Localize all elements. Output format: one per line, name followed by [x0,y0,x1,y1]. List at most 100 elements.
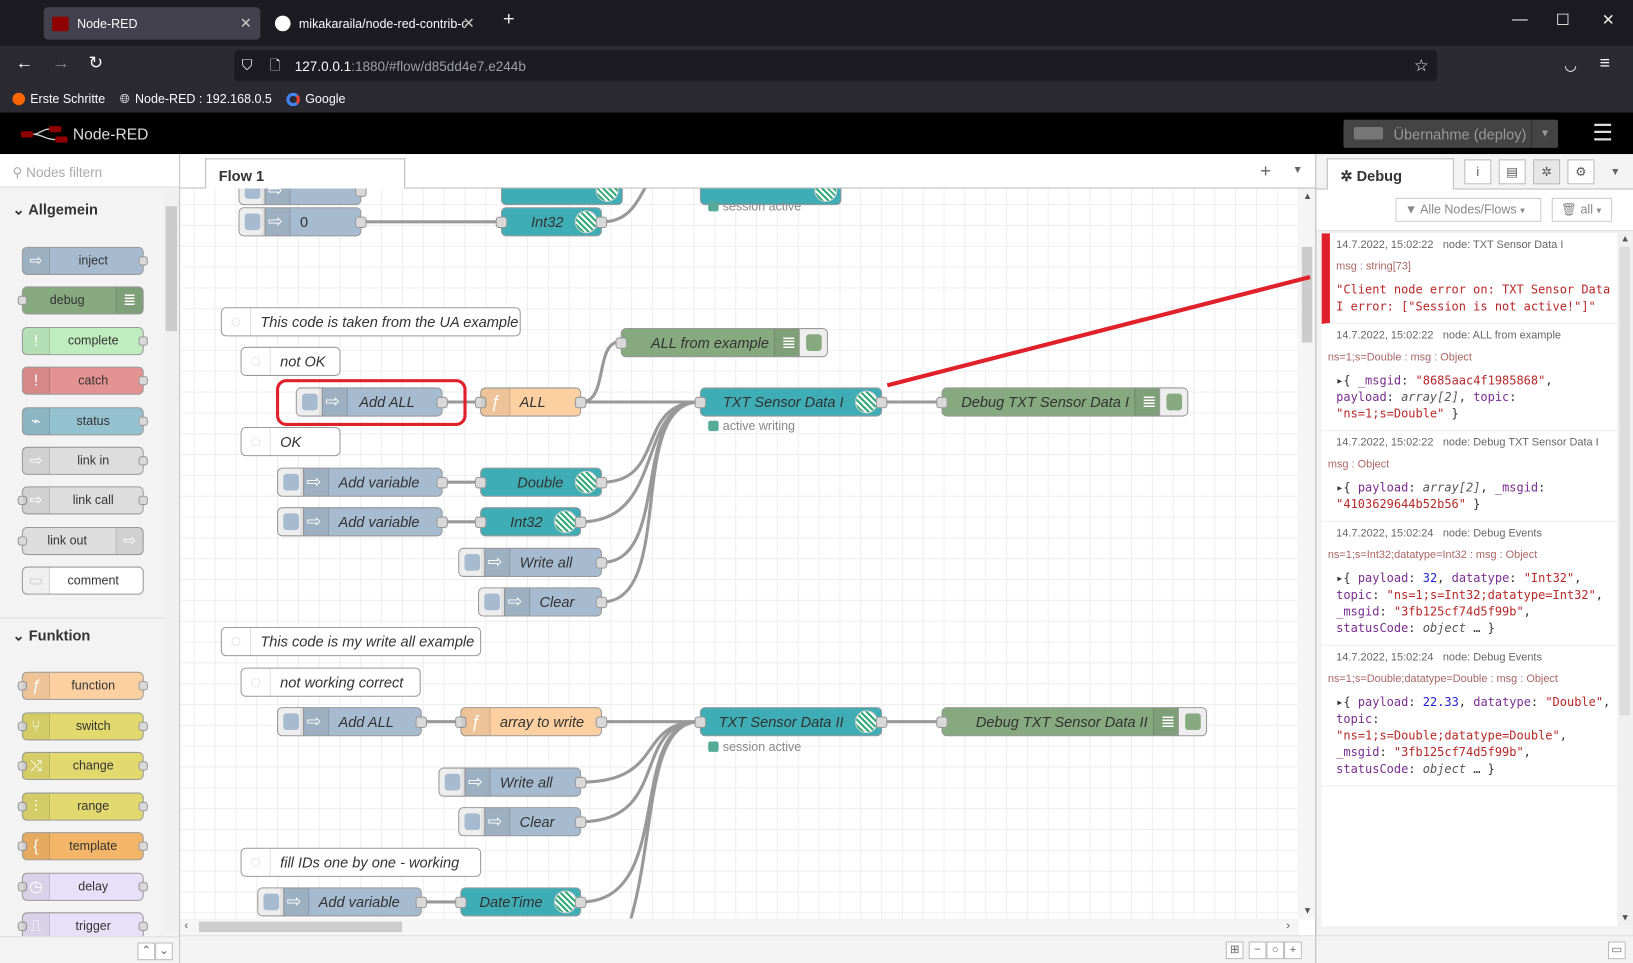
message-body[interactable]: ▸{ payload: 22.33, datatype: "Double", t… [1336,694,1611,777]
message-body[interactable]: "Client node error on: TXT Sensor Data I… [1336,281,1611,314]
palette-node-trigger[interactable]: ⎍trigger [17,912,148,941]
open-window-icon[interactable]: ▭ [1607,941,1626,960]
comment-node[interactable]: ◌This code is taken from the UA example [220,307,521,337]
minimize-icon[interactable]: — [1512,10,1528,29]
palette-node-link-call[interactable]: ⇨link call [17,486,148,515]
inject-node-add-variable[interactable]: ⇨Add variable [277,467,448,497]
inject-node-clear[interactable]: ⇨Clear [478,587,608,617]
tab-flow-1[interactable]: Flow 1 [205,158,406,190]
back-icon[interactable]: ← [15,53,34,73]
filter-nodes-dropdown[interactable]: ▼ Alle Nodes/Flows ▾ [1395,197,1542,222]
palette-node-switch[interactable]: ⑂switch [17,712,148,741]
palette-node-comment[interactable]: ▭comment [21,566,144,595]
bookmark-erste-schritte[interactable]: Erste Schritte [12,92,105,106]
opcua-node-txt-sensor-1[interactable]: TXT Sensor Data I [694,387,888,417]
book-icon[interactable]: ▤ [1498,159,1526,185]
add-flow-icon[interactable]: + [1260,160,1272,182]
collapse-all-icon[interactable]: ⌃ [137,942,156,961]
inject-node-add-all[interactable]: ⇨Add ALL [295,387,448,417]
inject-node-partial[interactable]: ⇨ [238,188,367,206]
zoom-reset-icon[interactable]: ○ [1266,941,1285,960]
debug-node-txt-sensor-1[interactable]: Debug TXT Sensor Data I≣ [936,387,1189,417]
info-icon[interactable]: i [1464,159,1492,185]
palette-node-range[interactable]: ⫶range [17,792,148,821]
navigator-map-icon[interactable]: ⊞ [1225,941,1244,960]
inject-node-add-variable[interactable]: ⇨Add variable [257,887,427,917]
debug-toggle-button[interactable] [1177,707,1208,737]
new-tab-icon[interactable]: + [503,8,515,31]
url-bar[interactable]: ⛉ 🗋 127.0.0.1:1880/#flow/d85dd4e7.e244b … [234,49,1438,82]
main-menu-icon[interactable]: ☰ [1592,119,1613,146]
inject-trigger-button[interactable] [458,547,486,577]
debug-node-txt-sensor-2[interactable]: Debug TXT Sensor Data II≣ [936,707,1208,737]
inject-node-add-all[interactable]: ⇨Add ALL [277,707,427,737]
inject-trigger-button[interactable] [238,207,266,237]
palette-node-delay[interactable]: ◷delay [17,872,148,901]
comment-node[interactable]: ◌not working correct [240,667,421,697]
palette-node-link-in[interactable]: ⇨link in [21,446,148,475]
palette-node-change[interactable]: ⤨change [17,751,148,781]
browser-tab-github[interactable]: mikakaraila/node-red-contrib-o ✕ [267,7,484,39]
canvas-vertical-scrollbar[interactable]: ▲▼ [1298,188,1316,919]
comment-node[interactable]: ◌fill IDs one by one - working [240,847,482,877]
flow-list-dropdown-icon[interactable]: ▼ [1292,164,1303,177]
opcua-node-datetime[interactable]: DateTime [455,887,587,917]
bookmark-google[interactable]: Google [286,92,346,106]
bookmark-node-red[interactable]: 🌐︎Node-RED : 192.168.0.5 [120,91,272,107]
palette-node-status[interactable]: ⌁status [21,407,148,436]
inject-node-write-all[interactable]: ⇨Write all [438,767,587,797]
close-tab-icon[interactable]: ✕ [462,14,475,32]
canvas-horizontal-scrollbar[interactable]: ‹› [180,918,1299,936]
inject-trigger-button[interactable] [458,807,486,837]
comment-node[interactable]: ◌not OK [240,346,341,376]
inject-node-write-all[interactable]: ⇨Write all [458,547,608,577]
expand-all-icon[interactable]: ⌄ [155,942,173,961]
sidebar-dropdown-icon[interactable]: ▼ [1610,166,1621,179]
palette-scrollbar[interactable] [163,189,180,933]
close-window-icon[interactable]: ✕ [1601,11,1615,30]
zoom-out-icon[interactable]: − [1248,941,1267,960]
palette-category-funktion[interactable]: ⌄ Funktion [0,617,164,651]
opcua-node-txt-sensor-2[interactable]: TXT Sensor Data II [694,707,888,737]
palette-node-debug[interactable]: debug≣ [17,286,144,315]
debug-toggle-button[interactable] [1159,387,1189,417]
menu-icon[interactable]: ≡ [1599,53,1611,73]
forward-icon[interactable]: → [52,53,70,73]
deploy-button[interactable]: Übernahme (deploy) ▼ [1343,119,1559,148]
message-body[interactable]: ▸{ payload: 32, datatype: "Int32", topic… [1336,570,1611,637]
debug-scrollbar[interactable]: ▲▼ [1617,233,1632,926]
comment-node[interactable]: ◌This code is my write all example [220,626,482,657]
inject-trigger-button[interactable] [257,887,285,917]
palette-category-allgemein[interactable]: ⌄ Allgemein [0,192,164,226]
inject-trigger-button[interactable] [277,467,305,497]
message-body[interactable]: ▸{ _msgid: "8685aac4f1985868", payload: … [1336,372,1611,422]
opcua-node-int32[interactable]: Int32 [495,207,608,237]
opcua-node-double[interactable]: Double [474,467,608,497]
opcua-node-partial[interactable] [699,188,842,206]
debug-toggle-button[interactable] [798,328,828,358]
reload-icon[interactable]: ↻ [88,53,104,73]
inject-node-add-variable[interactable]: ⇨Add variable [277,507,448,537]
maximize-icon[interactable]: ☐ [1555,11,1570,30]
tab-debug[interactable]: ✲ Debug [1326,158,1454,191]
palette-node-inject[interactable]: ⇨inject [21,246,148,275]
bookmark-star-icon[interactable]: ☆ [1413,57,1429,75]
palette-node-catch[interactable]: !catch [21,366,148,395]
zoom-in-icon[interactable]: + [1284,941,1302,960]
deploy-dropdown-icon[interactable]: ▼ [1530,119,1558,148]
inject-trigger-button[interactable] [438,767,466,797]
gear-icon[interactable]: ⚙ [1567,159,1595,185]
inject-trigger-button[interactable] [277,507,305,537]
palette-node-link-out[interactable]: link out⇨ [17,526,144,556]
bug-icon[interactable]: ✲ [1533,159,1561,185]
debug-node-all-from-example[interactable]: ALL from example≣ [615,328,828,358]
palette-node-complete[interactable]: !complete [21,327,148,356]
pocket-icon[interactable]: ◡ [1564,56,1577,73]
opcua-node-int32[interactable]: Int32 [474,507,587,537]
inject-trigger-button[interactable] [277,707,305,737]
